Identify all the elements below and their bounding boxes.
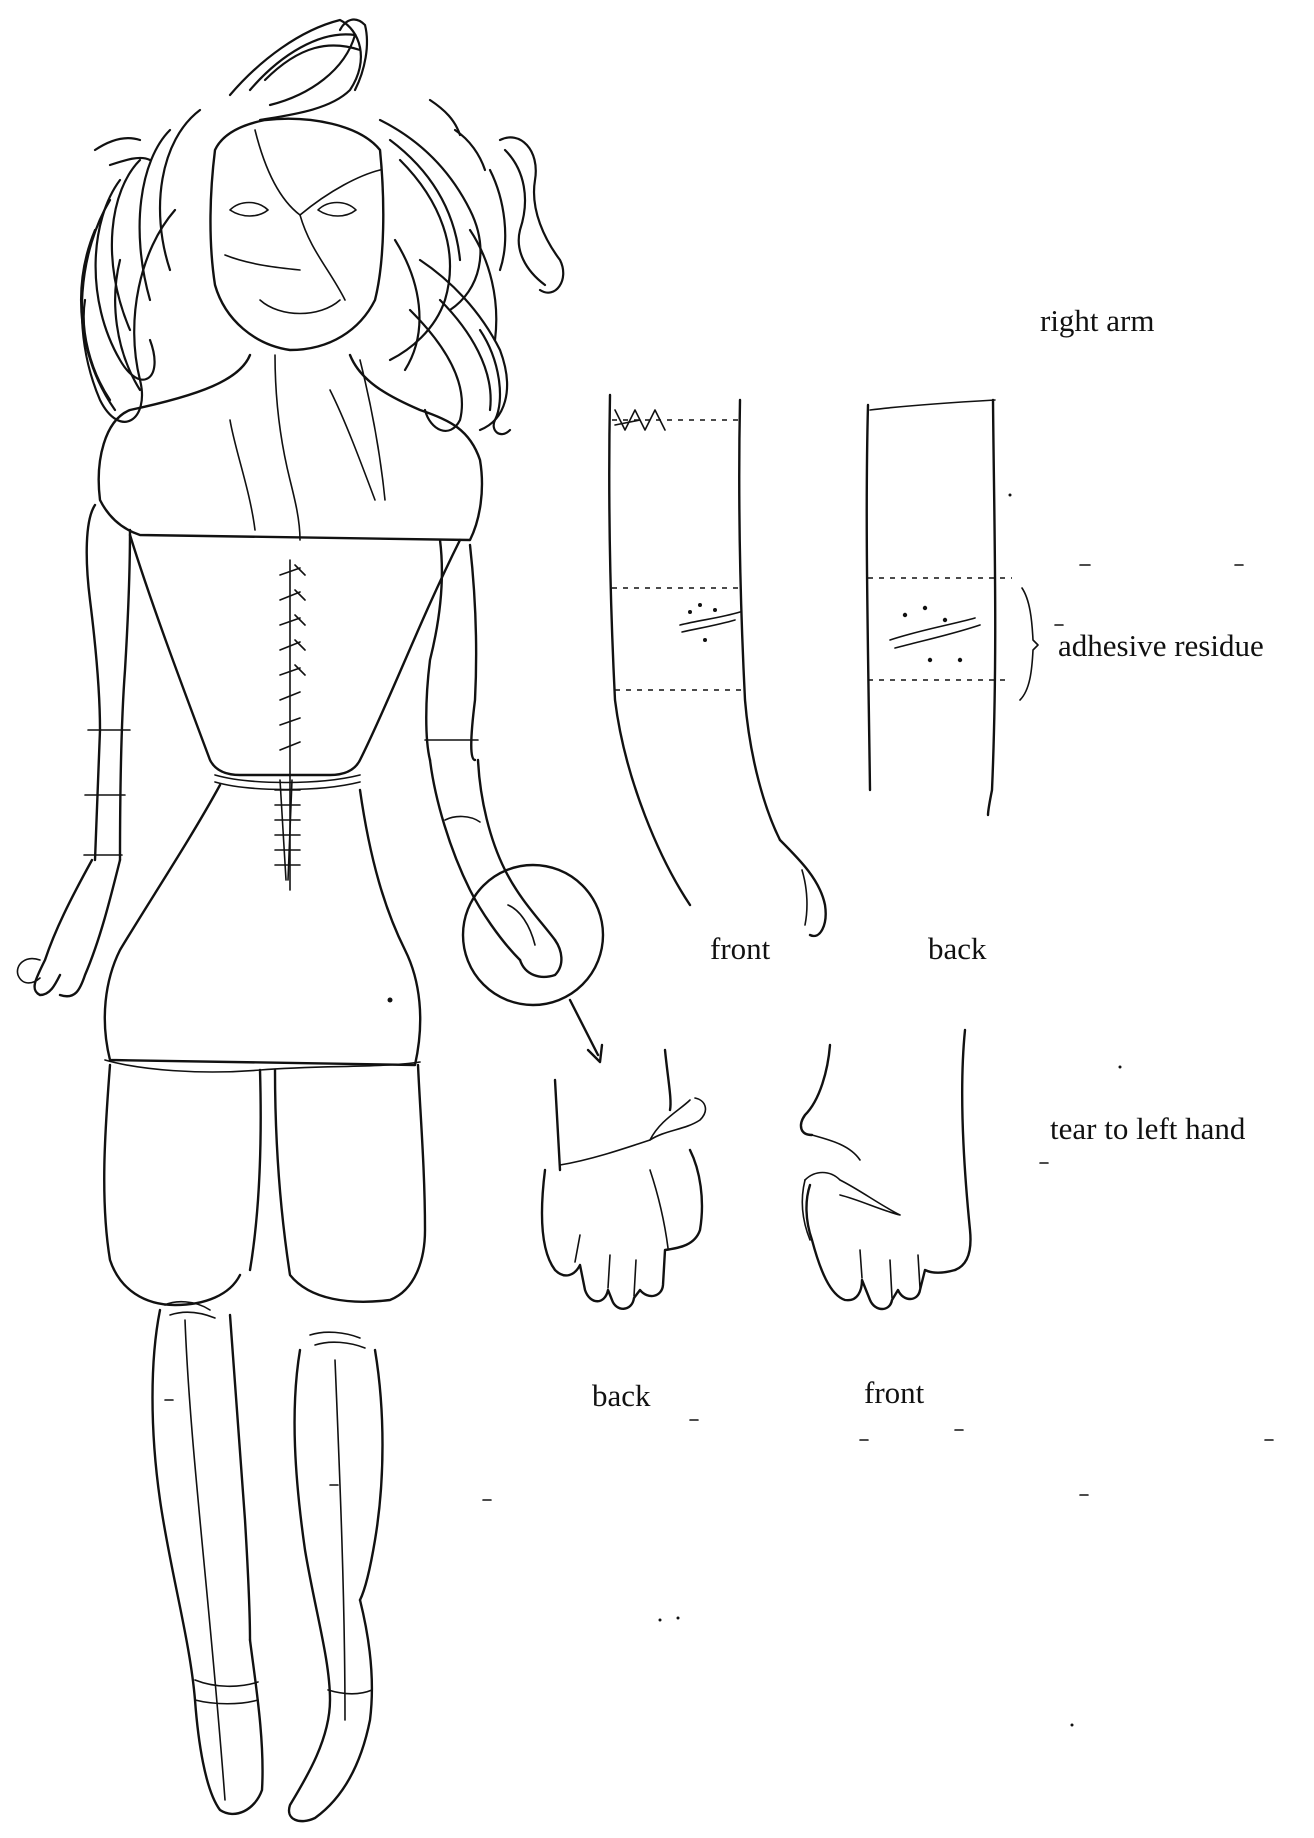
doll-figure xyxy=(17,20,603,1822)
doll-arm-left-side xyxy=(17,505,130,996)
label-adhesive-residue: adhesive residue xyxy=(1058,630,1264,661)
left-hand-back-drawing xyxy=(542,1050,705,1309)
label-hand-front: front xyxy=(864,1377,924,1408)
doll-hips xyxy=(105,785,420,1072)
doll-legs xyxy=(104,1065,425,1821)
label-tear-to-left-hand: tear to left hand xyxy=(1050,1113,1245,1144)
right-arm-front-drawing xyxy=(609,395,825,936)
label-arm-back: back xyxy=(928,933,987,964)
label-right-arm: right arm xyxy=(1040,305,1155,336)
left-hand-front-drawing xyxy=(801,1030,971,1309)
scan-specks xyxy=(165,494,1273,1727)
doll-hair xyxy=(81,20,563,435)
magnifier-callout xyxy=(463,865,603,1062)
doll-shoulder-plate xyxy=(99,355,482,540)
right-arm-back-drawing xyxy=(867,400,1038,815)
doll-arm-right-side xyxy=(425,540,561,977)
label-hand-back: back xyxy=(592,1380,651,1411)
doll-torso xyxy=(130,535,460,890)
doll-face xyxy=(210,119,383,350)
label-arm-front: front xyxy=(710,933,770,964)
